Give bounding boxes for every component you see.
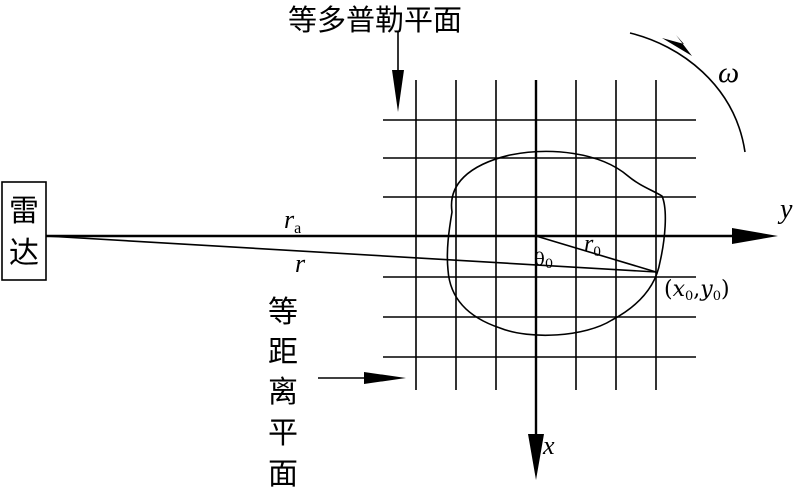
point-y-sub: 0 [713, 289, 721, 304]
rotation-arc [629, 32, 746, 153]
point-comma: , [693, 277, 700, 302]
ra-label-base: r [284, 205, 295, 234]
ra-label: ra [284, 205, 301, 237]
radar-label-char-1: 雷 [9, 194, 39, 229]
rotation-arrowhead [662, 35, 692, 56]
point-close-paren: ) [721, 277, 730, 302]
range-plane-char-5: 面 [268, 457, 298, 491]
x-axis-arrowhead [528, 434, 544, 480]
vector-r0 [535, 235, 657, 273]
point-x-sub: 0 [685, 289, 693, 304]
r0-label-sub: 0 [593, 244, 601, 260]
iso-doppler-plane-label: 等多普勒平面 [288, 3, 462, 37]
doppler-pointer-arrowhead [392, 70, 404, 112]
target-outline [446, 150, 667, 336]
x-axis-label: x [542, 431, 555, 460]
iso-range-plane-label: 等 距 离 平 面 [268, 295, 298, 491]
range-line-r [45, 235, 657, 273]
y-axis-label: y [777, 194, 793, 225]
y-axis-arrowhead [732, 228, 778, 244]
point-coordinate-label: (x0,y0) [664, 277, 730, 304]
point-y: y [699, 277, 713, 302]
range-plane-char-3: 离 [268, 375, 298, 410]
range-plane-char-1: 等 [268, 295, 298, 330]
iso-range-grid-lines [383, 119, 696, 358]
radar-label-char-2: 达 [9, 236, 39, 271]
radar-box [1, 181, 47, 281]
theta0-label-base: θ [534, 249, 545, 270]
r0-label-base: r [584, 231, 594, 257]
range-pointer-arrowhead [364, 372, 406, 384]
theta0-label: θ0 [534, 249, 553, 272]
r-label: r [295, 249, 306, 278]
theta0-label-sub: 0 [545, 257, 553, 272]
r0-label: r0 [584, 231, 601, 260]
omega-label: ω [718, 56, 739, 89]
range-plane-char-2: 距 [268, 335, 298, 370]
ra-label-sub: a [294, 220, 301, 237]
range-plane-char-4: 平 [268, 416, 298, 451]
point-open-paren: ( [664, 277, 673, 302]
point-x: x [673, 277, 686, 302]
